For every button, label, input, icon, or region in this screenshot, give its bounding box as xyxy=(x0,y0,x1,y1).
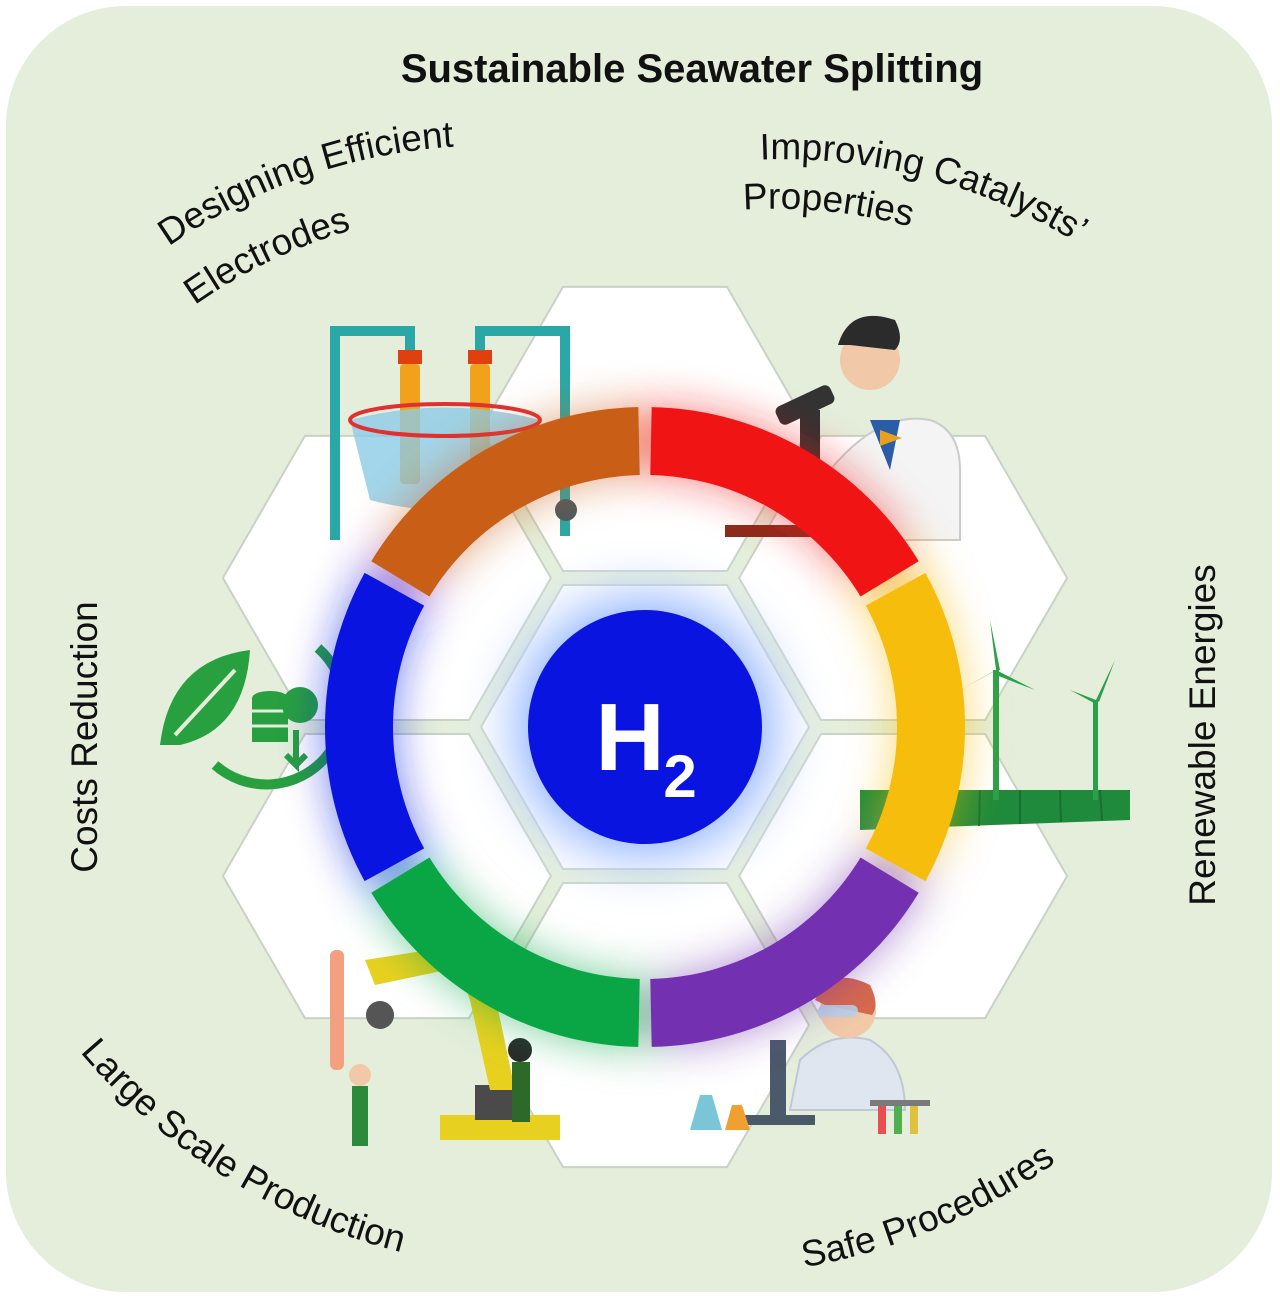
center-symbol: H xyxy=(595,684,664,791)
center-subscript: 2 xyxy=(663,743,696,810)
ring-segments xyxy=(325,407,965,1047)
ring-segment-large-scale xyxy=(371,857,640,1047)
ring-segment-costs xyxy=(325,572,425,882)
center-circle xyxy=(528,610,762,844)
ring-segment-electrodes xyxy=(371,407,640,597)
ring-segment-catalysts xyxy=(650,407,919,597)
ring-segment-renewable xyxy=(865,572,965,882)
diagram-title: Sustainable Seawater Splitting xyxy=(401,47,983,91)
ring-segment-safe xyxy=(650,857,919,1047)
label-renewable: Renewable Energies xyxy=(1182,564,1223,905)
lab-researcher-icon xyxy=(690,977,930,1134)
label-costs: Costs Reduction xyxy=(64,601,105,872)
